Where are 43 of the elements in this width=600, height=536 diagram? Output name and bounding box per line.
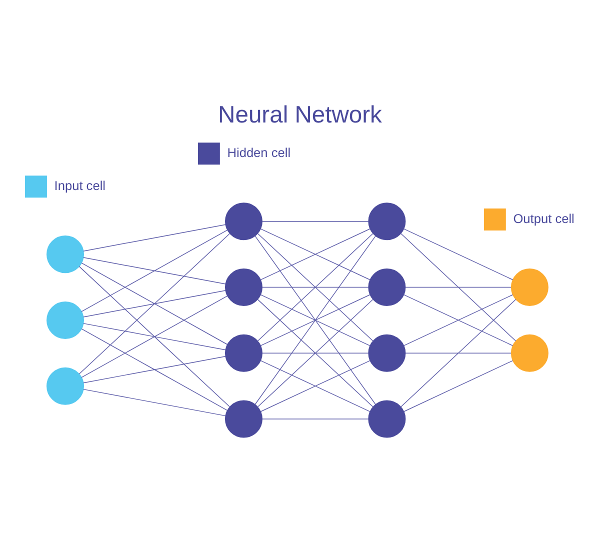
connector xyxy=(400,298,516,407)
connector xyxy=(83,356,226,383)
node-circle xyxy=(224,202,262,240)
connector xyxy=(78,232,230,374)
connector xyxy=(83,290,226,317)
connector xyxy=(83,224,226,251)
node-circle xyxy=(224,268,262,306)
node-circle xyxy=(368,202,406,240)
node-circle xyxy=(510,334,548,372)
connector xyxy=(81,328,228,410)
diagram-title: Neural Network xyxy=(218,100,382,128)
legend-label: Output cell xyxy=(513,210,574,226)
node-circle xyxy=(224,334,262,372)
node-circle xyxy=(368,268,406,306)
legend-label: Hidden cell xyxy=(227,144,291,160)
connector xyxy=(81,262,228,344)
node-circle xyxy=(46,235,84,273)
node-circle xyxy=(368,400,406,438)
connector xyxy=(405,286,512,288)
connector xyxy=(405,352,512,354)
connector xyxy=(254,235,376,404)
connector xyxy=(83,322,226,350)
connector xyxy=(262,418,369,419)
node-circle xyxy=(368,334,406,372)
node-circle xyxy=(46,366,84,404)
connector xyxy=(83,256,226,284)
node-circle xyxy=(510,268,548,306)
node-circle xyxy=(224,400,262,438)
connector xyxy=(257,298,374,407)
connector xyxy=(262,286,369,288)
connector xyxy=(260,360,370,412)
connector xyxy=(78,266,230,407)
connector xyxy=(403,228,514,280)
node-circle xyxy=(46,300,84,338)
connector xyxy=(81,229,228,312)
connector xyxy=(400,232,516,341)
legend-label: Input cell xyxy=(54,177,106,192)
connector xyxy=(262,352,369,354)
connector xyxy=(403,360,514,412)
connector xyxy=(262,220,369,222)
connector xyxy=(257,232,374,341)
connector xyxy=(83,388,226,416)
connector xyxy=(81,295,228,378)
